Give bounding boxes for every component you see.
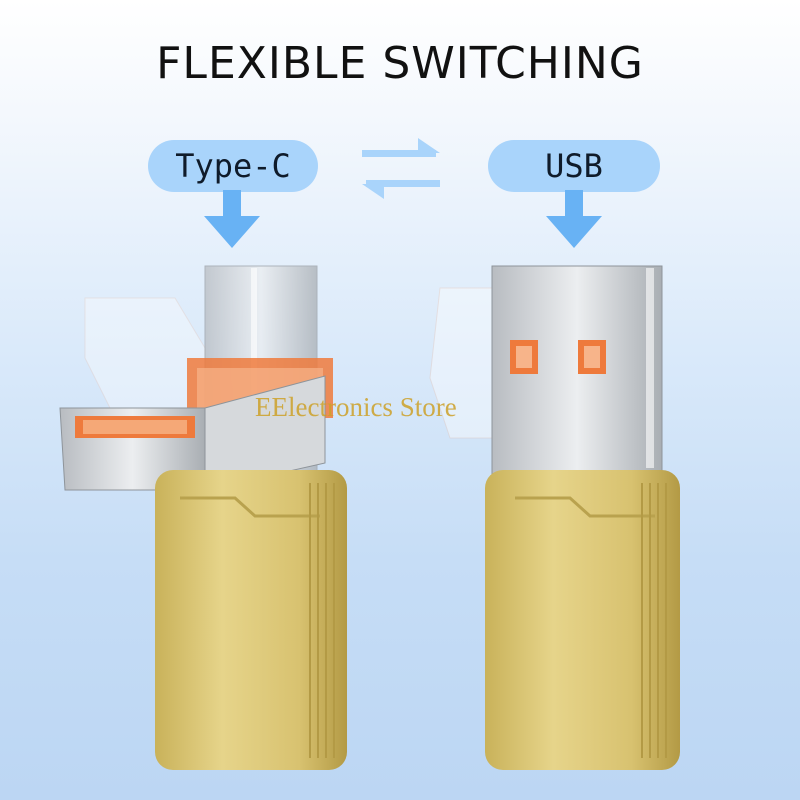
page-title: FLEXIBLE SWITCHING [156, 38, 644, 89]
down-arrow-icon [204, 190, 260, 248]
watermark: EElectronics Store [255, 392, 457, 422]
left-usb-drive [59, 265, 347, 770]
type-c-label: Type-C [148, 140, 318, 192]
usb-label: USB [488, 140, 660, 192]
down-arrow-icon [546, 190, 602, 248]
right-usb-drive [429, 265, 680, 770]
switch-arrows-icon [362, 138, 440, 199]
